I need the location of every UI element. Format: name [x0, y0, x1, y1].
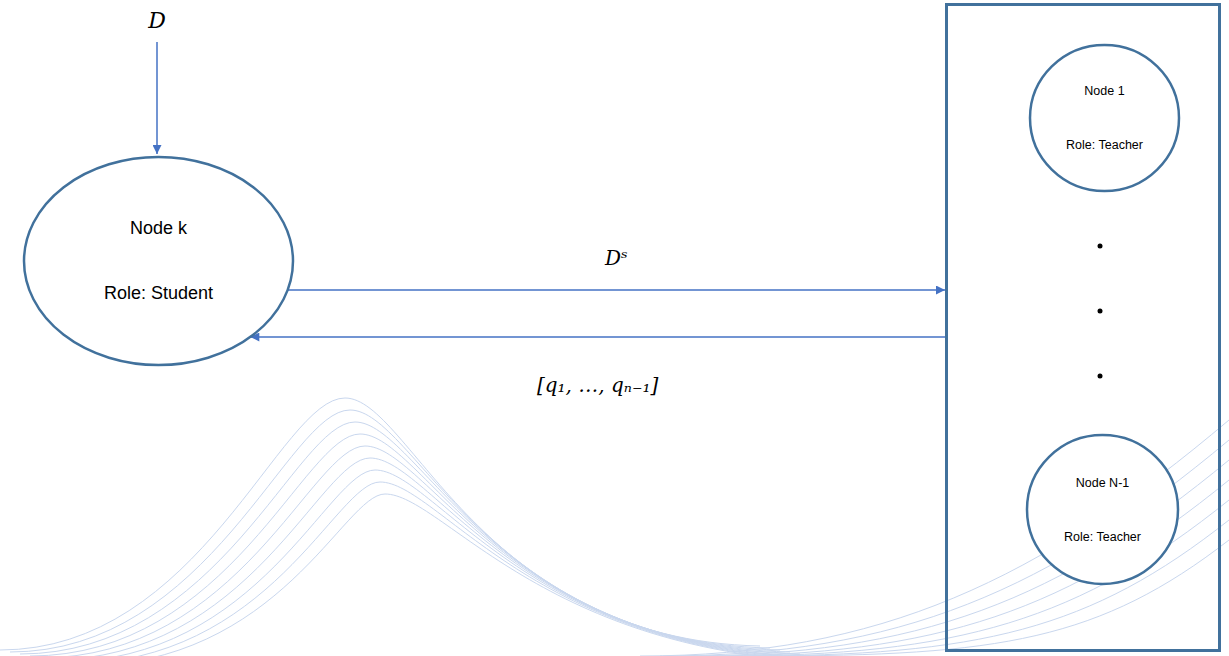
node-role: Role: Student — [104, 283, 213, 304]
circle-shape — [1027, 435, 1178, 584]
node-role: Role: Teacher — [1066, 138, 1143, 152]
wave-line — [0, 398, 760, 650]
teacher-node: Node 1 Role: Teacher — [1028, 43, 1181, 193]
node-name: Node k — [130, 218, 187, 239]
node-text-group: Node 1 Role: Teacher — [1028, 43, 1181, 193]
dataset-label: D — [148, 8, 166, 33]
circle-outline — [1028, 43, 1181, 193]
input-arrow — [156, 42, 158, 154]
ellipsis-dot — [1098, 309, 1103, 314]
wave-line — [60, 470, 820, 656]
wave-line — [80, 494, 840, 656]
ellipsis-dot — [1098, 374, 1103, 379]
wave-line — [70, 482, 830, 656]
node-text-group: Node N-1Role: Teacher — [1025, 433, 1180, 586]
node-role: Role: Teacher — [1064, 530, 1141, 544]
teacher-node: Node N-1Role: Teacher — [1025, 433, 1180, 586]
edge-label: [q₁, …, qₙ₋₁] — [533, 373, 662, 397]
node-text-group: Node k Role: Student — [22, 155, 295, 367]
wave-line — [10, 410, 770, 652]
wave-line — [30, 434, 790, 656]
ellipsis-dot — [1098, 244, 1103, 249]
wave-line — [40, 446, 800, 656]
node-name: Node N-1 — [1076, 476, 1130, 490]
student-node: Node k Role: Student — [22, 155, 295, 367]
circle-shape — [1030, 45, 1179, 191]
message-arrow — [250, 336, 945, 338]
wave-line — [640, 420, 1229, 656]
circle-outline — [1025, 433, 1180, 586]
node-name: Node 1 — [1084, 84, 1124, 98]
edge-label: Dˢ — [601, 246, 632, 270]
message-arrow — [288, 289, 945, 291]
circle-shape — [24, 157, 293, 365]
wave-line — [20, 422, 780, 654]
circle-outline — [22, 155, 295, 367]
wave-line — [50, 458, 810, 656]
teacher-group-box: Node 1Role: TeacherNode N-1Role: Teacher — [945, 3, 1221, 652]
